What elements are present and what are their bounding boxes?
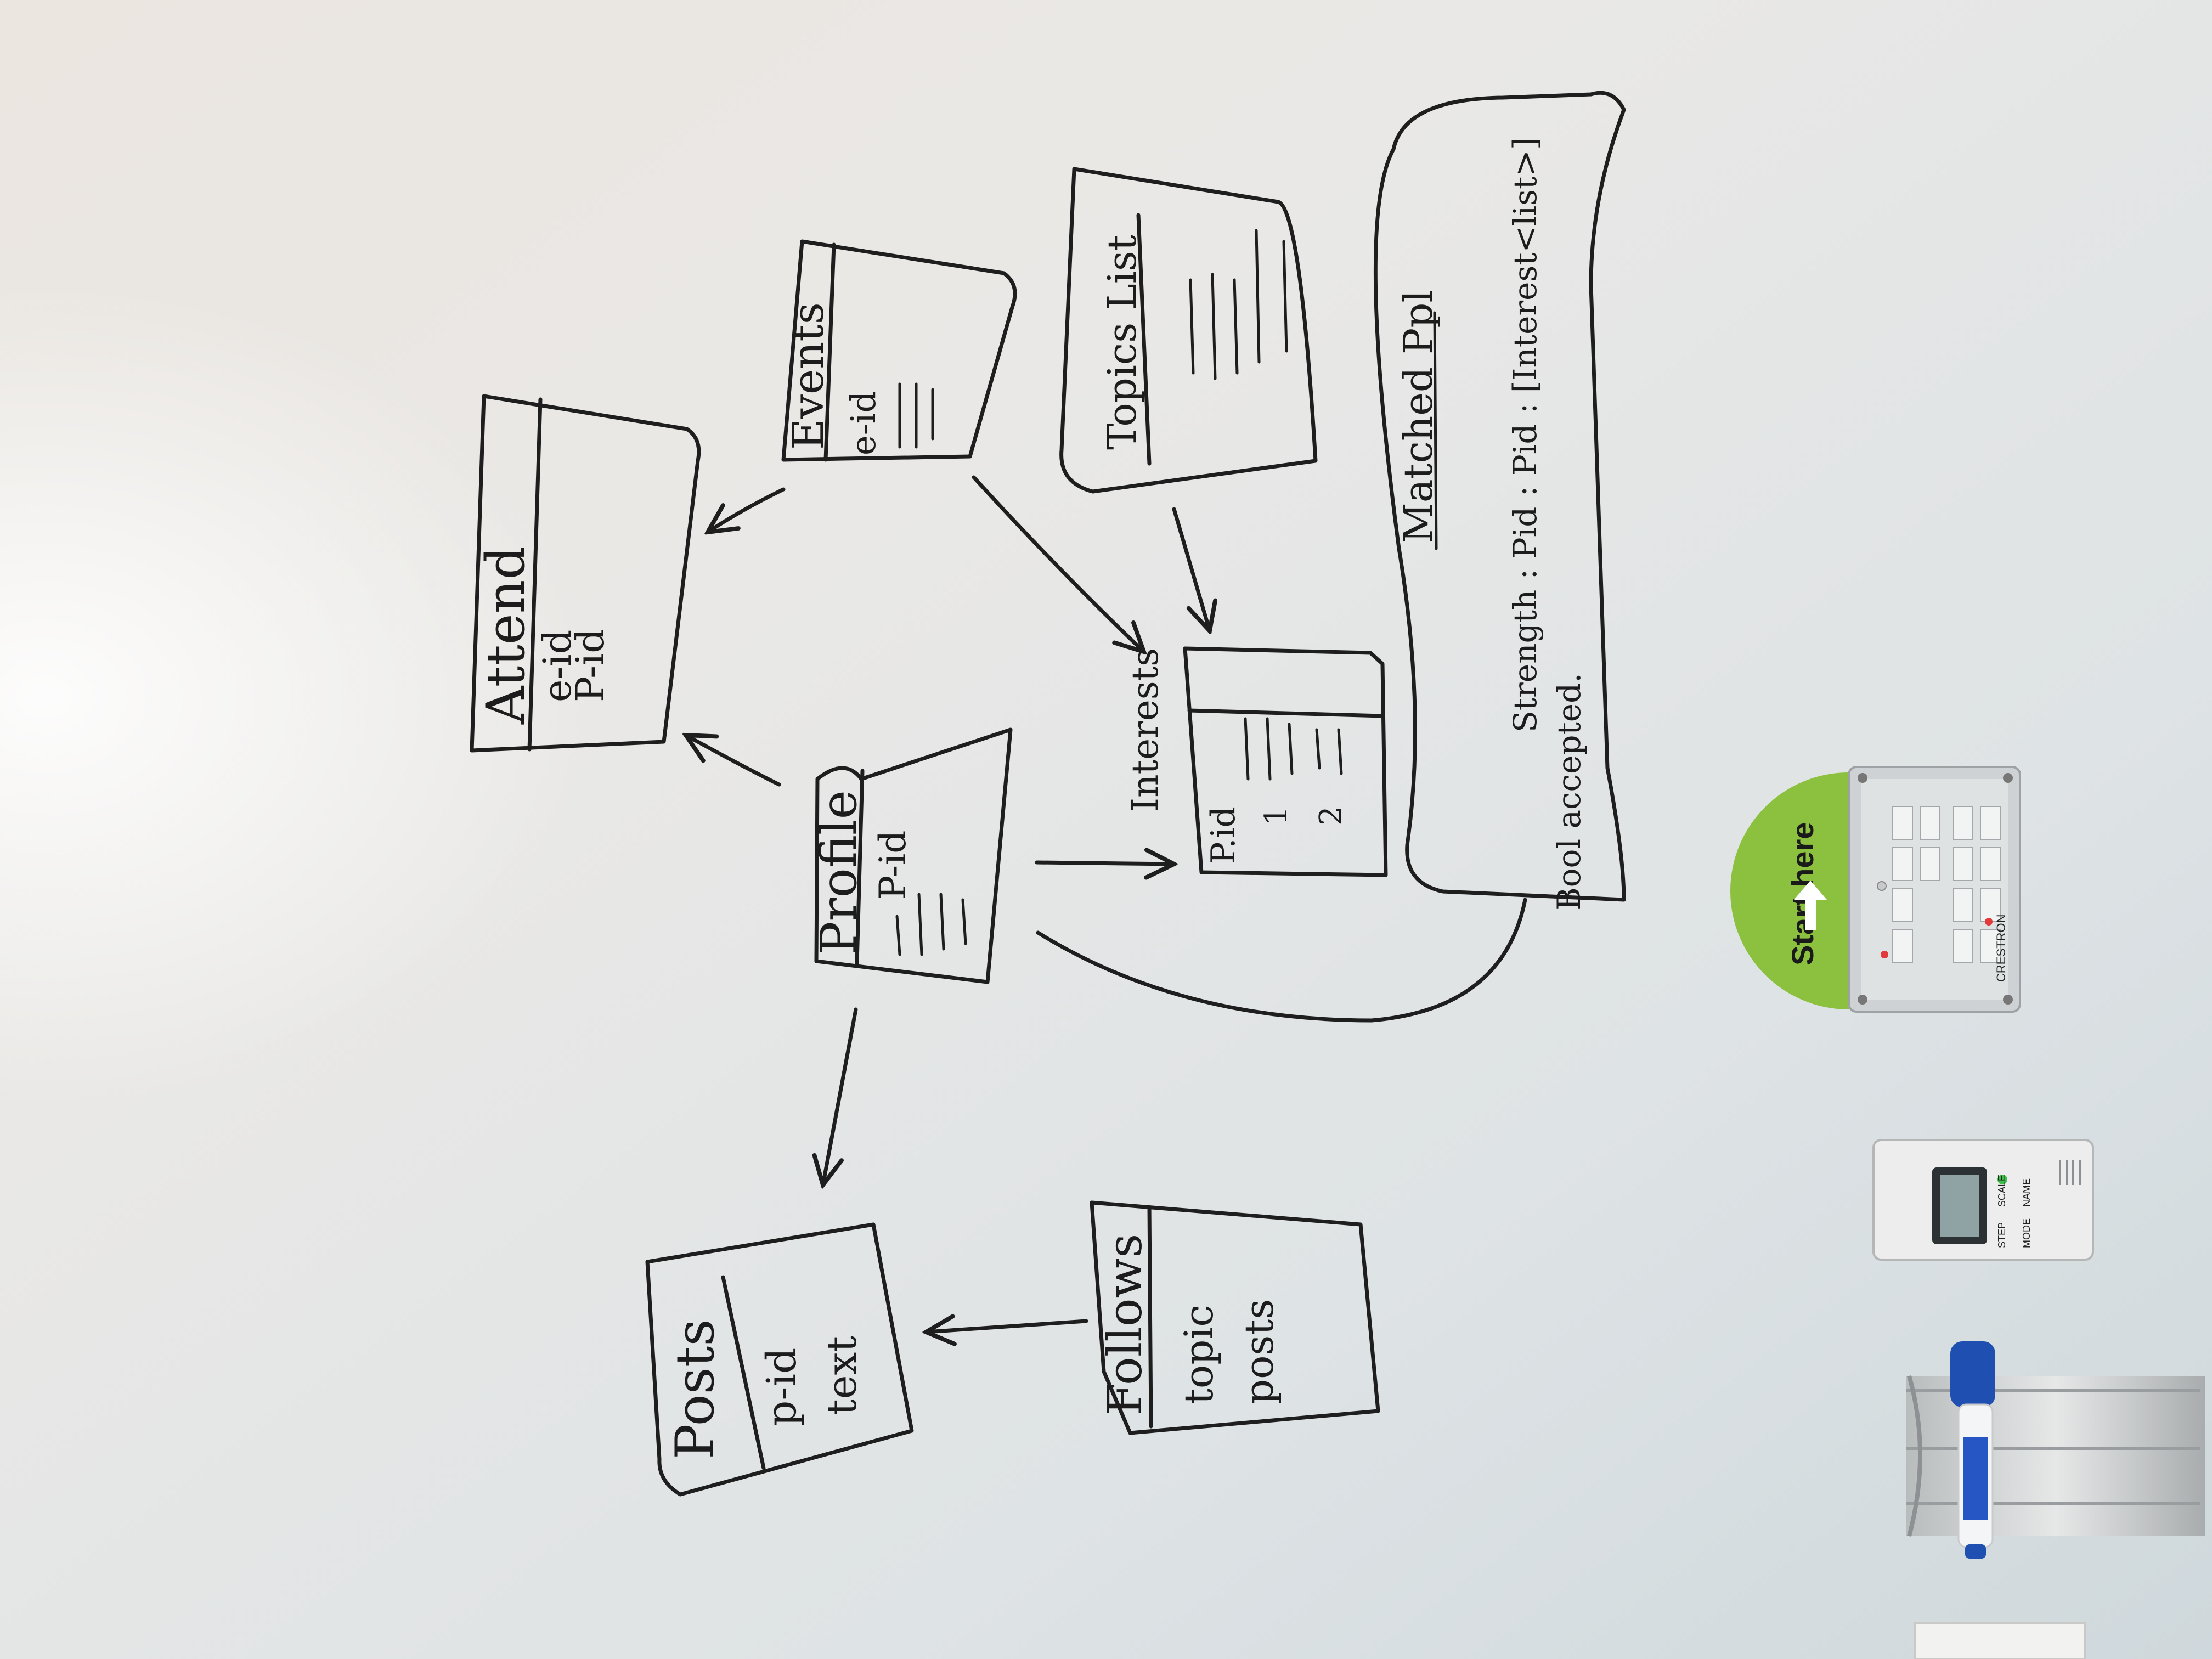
table-profile-field: P-id bbox=[872, 831, 914, 900]
table-attend-field: e-id bbox=[535, 630, 580, 702]
table-interests-field: P.id bbox=[1204, 806, 1243, 864]
table-interests-title: Interests bbox=[1124, 648, 1166, 812]
table-attend: Attend e-id P-id bbox=[470, 394, 701, 753]
table-interests-field: 2 bbox=[1313, 806, 1349, 826]
table-attend-field: P-id bbox=[568, 629, 613, 702]
table-interests-field: 1 bbox=[1259, 806, 1294, 826]
table-topics-list-title: Topics List bbox=[1099, 235, 1145, 450]
dry-erase-marker bbox=[1950, 1341, 1995, 1559]
wall-plate bbox=[1914, 1622, 2086, 1659]
relationship-arrows bbox=[686, 475, 1527, 1332]
table-posts-field: p-id bbox=[758, 1348, 805, 1426]
thermostat: SCALE NAME STEP MODE bbox=[1872, 1139, 2094, 1261]
table-posts: Posts p-id text bbox=[645, 1222, 914, 1497]
thermostat-label: STEP bbox=[1996, 1222, 2007, 1248]
panel-buttons bbox=[1892, 806, 2001, 963]
thermostat-grille bbox=[2059, 1160, 2081, 1185]
table-profile: Profile P-id bbox=[810, 727, 1013, 984]
thermostat-label: MODE bbox=[2021, 1218, 2032, 1248]
table-interests: Interests P.id 1 2 bbox=[1124, 646, 1388, 877]
thermostat-label: NAME bbox=[2021, 1178, 2032, 1207]
table-follows-field: posts bbox=[1236, 1299, 1282, 1404]
thermostat-label: SCALE bbox=[1996, 1175, 2007, 1207]
table-follows-title: Follows bbox=[1098, 1234, 1153, 1415]
start-here-sticker: Start here bbox=[1730, 772, 1849, 1009]
matched-line-2: Bool accepted. bbox=[1550, 673, 1588, 911]
table-posts-field: text bbox=[819, 1336, 866, 1415]
control-panel: CRESTRON bbox=[1848, 766, 2021, 1013]
table-follows-field: topic bbox=[1176, 1305, 1222, 1404]
panel-brand: CRESTRON bbox=[1994, 915, 2008, 982]
table-follows: Follows topic posts bbox=[1090, 1200, 1380, 1435]
matched-line-1: Strength : Pid : Pid : [Interest<list>] bbox=[1506, 137, 1544, 732]
table-events-title: Events bbox=[784, 302, 833, 450]
table-attend-title: Attend bbox=[475, 546, 537, 725]
marker-tray bbox=[1906, 1375, 2205, 1537]
table-events: Events e-id bbox=[781, 239, 1017, 462]
table-topics-list: Topics List bbox=[1059, 167, 1318, 494]
table-profile-title: Profile bbox=[810, 790, 868, 955]
matched-people-note: Matched Ppl Strength : Pid : Pid : [Inte… bbox=[1373, 91, 1626, 911]
table-posts-title: Posts bbox=[664, 1319, 726, 1459]
table-events-field: e-id bbox=[843, 391, 883, 455]
